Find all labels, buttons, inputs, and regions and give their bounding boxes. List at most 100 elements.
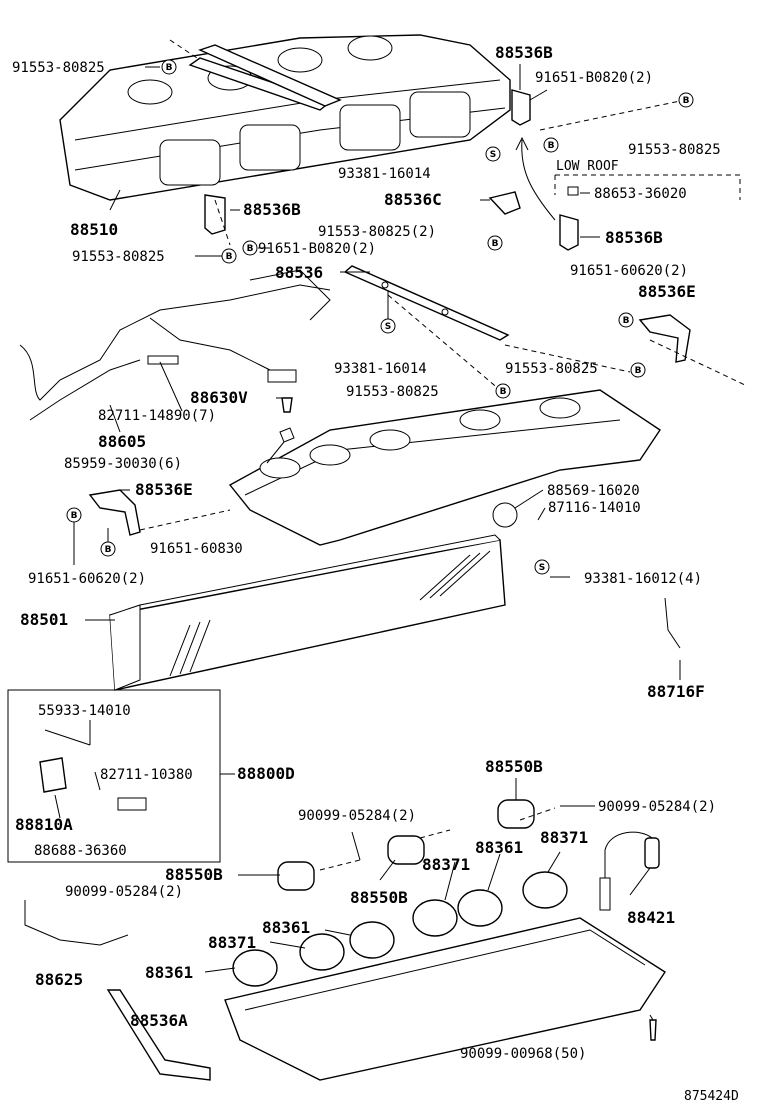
label-88536b-a: 88536B	[495, 43, 553, 62]
badge-b-2: B	[543, 137, 559, 153]
label-82711-14890: 82711-14890(7)	[98, 408, 216, 424]
label-88536b-c: 88536B	[605, 228, 663, 247]
label-88421: 88421	[627, 908, 675, 927]
kit-box-88800d	[7, 689, 221, 863]
label-91553-80825-a: 91553-80825	[12, 60, 105, 76]
label-88361-b: 88361	[262, 918, 310, 937]
label-88536e-a: 88536E	[638, 282, 696, 301]
label-91651-60620-a: 91651-60620(2)	[570, 263, 688, 279]
badge-s-1: S	[485, 146, 501, 162]
motor-88550b-middle	[387, 835, 425, 865]
svg-text:B: B	[623, 316, 630, 326]
badge-b-6: B	[221, 248, 237, 264]
label-91651-60620-b: 91651-60620(2)	[28, 571, 146, 587]
lower-case	[224, 917, 666, 1081]
bracket-88536c	[488, 191, 521, 215]
badge-b-7: B	[618, 312, 634, 328]
label-93381-16014-b: 93381-16014	[334, 361, 427, 377]
svg-text:B: B	[635, 366, 642, 376]
label-88653-36020: 88653-36020	[594, 186, 687, 202]
harness-88625	[24, 900, 129, 946]
label-88501: 88501	[20, 610, 68, 629]
svg-text:B: B	[166, 63, 173, 73]
label-93381-16012: 93381-16012(4)	[584, 571, 702, 587]
brace-88536a	[106, 989, 211, 1081]
svg-text:B: B	[105, 545, 112, 555]
valve-88421	[599, 831, 660, 911]
label-88605: 88605	[98, 432, 146, 451]
svg-text:B: B	[247, 244, 254, 254]
label-91553-80825-c: 91553-80825	[72, 249, 165, 265]
arrow-head	[515, 136, 529, 151]
badge-b-4: B	[487, 235, 503, 251]
label-88569-16020: 88569-16020	[547, 483, 640, 499]
svg-text:B: B	[500, 387, 507, 397]
label-85959-30030: 85959-30030(6)	[64, 456, 182, 472]
badge-b-1: B	[161, 59, 177, 75]
bracket-88536e-right	[638, 314, 691, 363]
callout-labels: 91553-80825 88536B 91651-B0820(2) 91553-…	[12, 43, 739, 1104]
svg-text:S: S	[385, 322, 391, 332]
badge-b-9: B	[495, 383, 511, 399]
label-88536e-b: 88536E	[135, 480, 193, 499]
label-82711-10380: 82711-10380	[100, 767, 193, 783]
label-91553-80825-d: 91553-80825	[346, 384, 439, 400]
label-88536a: 88536A	[130, 1011, 188, 1030]
label-90099-05284-c: 90099-05284(2)	[65, 884, 183, 900]
clip-88688	[117, 797, 147, 811]
duct-88510	[59, 34, 511, 201]
bracket-88536	[343, 265, 510, 341]
badge-s-3: S	[534, 559, 550, 575]
badge-b-10: B	[66, 507, 82, 523]
label-88688-36360: 88688-36360	[34, 843, 127, 859]
bracket-88536b-upper	[511, 89, 579, 251]
pin-55933	[44, 729, 91, 746]
label-91651-b0820-b: 91651-B0820(2)	[258, 241, 376, 257]
label-90099-05284-b: 90099-05284(2)	[298, 808, 416, 824]
motor-88550b-upper	[497, 799, 535, 829]
label-88361-c: 88361	[145, 963, 193, 982]
label-88550b-c: 88550B	[350, 888, 408, 907]
label-88800d: 88800D	[237, 764, 295, 783]
label-88536: 88536	[275, 263, 323, 282]
label-91651-b0820-a: 91651-B0820(2)	[535, 70, 653, 86]
part-88653	[567, 186, 579, 196]
svg-text:S: S	[490, 150, 496, 160]
assembly-arrow	[521, 139, 556, 221]
label-88371-a: 88371	[540, 828, 588, 847]
screw-90099-00968	[649, 1019, 657, 1041]
badge-b-11: B	[100, 541, 116, 557]
label-88371-b: 88371	[422, 855, 470, 874]
label-88361-a: 88361	[475, 838, 523, 857]
badge-b-8: B	[630, 362, 646, 378]
ring-88569	[492, 502, 518, 528]
badge-b-5: B	[242, 240, 258, 256]
duct-middle	[228, 389, 661, 546]
label-88536b-b: 88536B	[243, 200, 301, 219]
label-90099-05284-a: 90099-05284(2)	[598, 799, 716, 815]
label-91553-80825-e: 91553-80825	[505, 361, 598, 377]
label-88371-c: 88371	[208, 933, 256, 952]
label-88630v: 88630V	[190, 388, 248, 407]
dashed-guides	[139, 39, 746, 871]
sensor-88630v	[281, 397, 293, 413]
label-88510: 88510	[70, 220, 118, 239]
bracket-88536b-lower	[204, 194, 226, 235]
svg-text:B: B	[683, 96, 690, 106]
label-87116-14010: 87116-14010	[548, 500, 641, 516]
badge-s-2: S	[380, 318, 396, 334]
label-90099-00968: 90099-00968(50)	[460, 1046, 586, 1062]
label-91553-80825-b: 91553-80825	[628, 142, 721, 158]
label-88550b-b: 88550B	[165, 865, 223, 884]
label-88810a: 88810A	[15, 815, 73, 834]
svg-text:B: B	[226, 252, 233, 262]
motor-88550b-left	[277, 861, 315, 891]
relay-88810a	[39, 757, 67, 793]
label-diagram-code: 875424D	[684, 1089, 739, 1104]
label-88716f: 88716F	[647, 682, 705, 701]
label-91553-80825-2: 91553-80825(2)	[318, 224, 436, 240]
label-low-roof: LOW ROOF	[556, 159, 619, 174]
label-88550b-a: 88550B	[485, 757, 543, 776]
label-91651-60830: 91651-60830	[150, 541, 243, 557]
